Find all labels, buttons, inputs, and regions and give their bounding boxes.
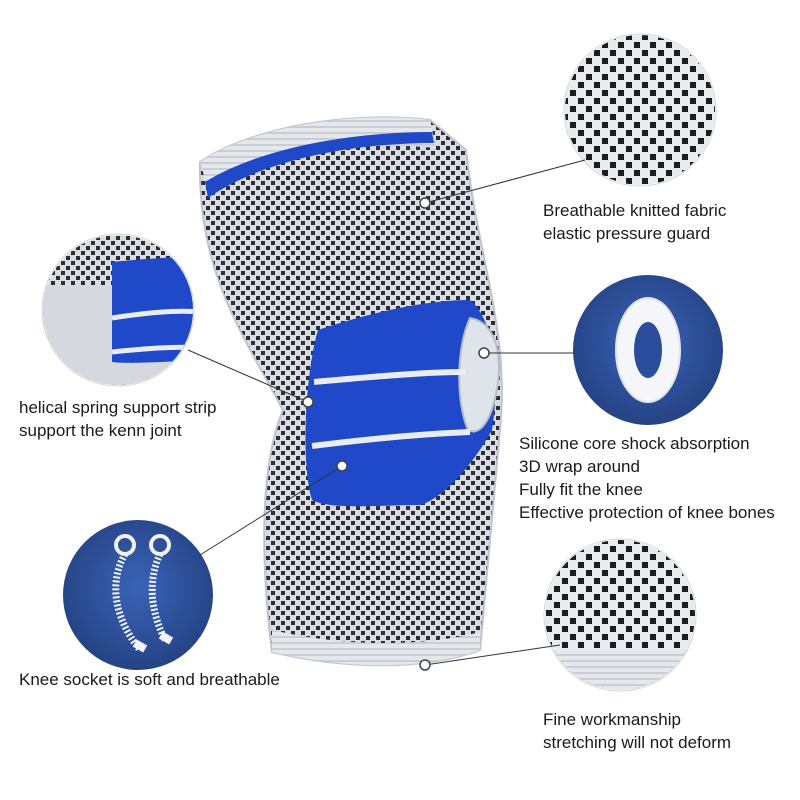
- caption-line: 3D wrap around: [519, 457, 640, 476]
- marker-dot-socket: [336, 460, 348, 472]
- brace-white-stripe-1: [313, 369, 467, 385]
- fabric-closeup-circle: [563, 33, 717, 187]
- marker-dot-core: [478, 347, 490, 359]
- brace-bottom-band: [272, 630, 480, 666]
- brace-white-stripe-2: [311, 429, 471, 449]
- knit-edge-closeup-circle: [543, 538, 697, 692]
- caption-line: support the kenn joint: [19, 421, 182, 440]
- caption-line: Effective protection of knee bones: [519, 503, 775, 522]
- caption-breathable-fabric: Breathable knitted fabric elastic pressu…: [543, 199, 726, 245]
- brace-top-blue-stripe: [205, 132, 434, 198]
- caption-line: Fully fit the knee: [519, 480, 643, 499]
- silicone-ring-circle: [573, 275, 723, 425]
- caption-line: elastic pressure guard: [543, 224, 711, 243]
- leader-lines: [187, 159, 586, 666]
- caption-line: stretching will not deform: [543, 733, 732, 752]
- caption-fine-workmanship: Fine workmanship stretching will not def…: [543, 708, 731, 754]
- spring-coils-circle: [63, 520, 213, 670]
- spring-strip-closeup-circle: [41, 233, 195, 387]
- caption-line: helical spring support strip: [19, 398, 217, 417]
- caption-knee-socket: Knee socket is soft and breathable: [19, 668, 280, 691]
- caption-silicone-core: Silicone core shock absorption 3D wrap a…: [519, 432, 775, 524]
- brace-blue-support: [305, 300, 496, 507]
- marker-dot-spring: [302, 396, 314, 408]
- caption-line: Silicone core shock absorption: [519, 434, 750, 453]
- caption-line: Knee socket is soft and breathable: [19, 670, 280, 689]
- marker-dots: [302, 197, 490, 671]
- caption-line: Breathable knitted fabric: [543, 201, 727, 220]
- marker-dot-fine: [419, 659, 431, 671]
- caption-line: Fine workmanship: [543, 710, 681, 729]
- knee-brace-image: [198, 116, 503, 667]
- marker-dot-fabric: [419, 197, 431, 209]
- caption-helical-spring: helical spring support strip support the…: [19, 396, 216, 442]
